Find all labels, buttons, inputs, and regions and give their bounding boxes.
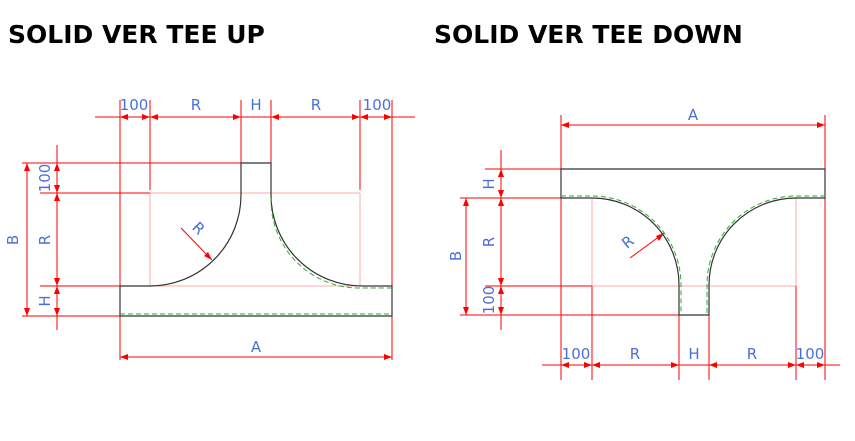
tee-up-dimension-lines [22, 100, 415, 360]
tee-up-dim-h: H [250, 96, 261, 114]
tee-down-dim-r-vert: R [480, 237, 498, 247]
tee-down-guides [500, 198, 797, 287]
tee-up-dim-r-right: R [311, 96, 321, 114]
tee-up-dashed [120, 197, 392, 315]
tee-down-outline [560, 168, 826, 316]
tee-up-dim-100-vert: 100 [36, 164, 54, 193]
tee-up-guides [60, 192, 390, 287]
tee-up-dim-r-left: R [191, 96, 201, 114]
tee-down-dashed [561, 195, 825, 313]
tee-down-dim-100-vert: 100 [480, 286, 498, 315]
tee-down-dim-100-right: 100 [796, 345, 825, 363]
tee-down-dim-r-right: R [747, 345, 757, 363]
tee-up-dim-100-right: 100 [363, 96, 392, 114]
tee-down-dim-a: A [688, 106, 699, 124]
tee-up-dim-b: B [4, 235, 22, 245]
tee-down-diagram: A H R 100 B 100 R H R 100 R [447, 106, 840, 380]
tee-down-radius-label: R [618, 232, 637, 253]
tee-up-radius-label: R [188, 218, 208, 238]
tee-up-dim-100-left: 100 [120, 96, 149, 114]
tee-up-dim-a: A [251, 338, 262, 356]
tee-up-outline [119, 162, 393, 317]
tee-down-dim-h-vert: H [480, 178, 498, 189]
tee-up-arrows [24, 114, 392, 360]
tee-up-dim-h-vert: H [36, 295, 54, 306]
title-tee-up: SOLID VER TEE UP [8, 20, 265, 49]
tee-down-dim-r-left: R [630, 345, 640, 363]
tee-down-dim-h: H [688, 345, 699, 363]
title-tee-down: SOLID VER TEE DOWN [434, 20, 743, 49]
tee-down-dim-100-left: 100 [562, 345, 591, 363]
tee-down-arrows [463, 122, 825, 368]
tee-up-diagram: 100 R H R 100 100 R H B A R [4, 96, 415, 360]
tee-up-dim-r-vert: R [36, 235, 54, 245]
tee-down-dimension-lines [460, 115, 840, 380]
tee-down-dim-b: B [447, 251, 465, 261]
